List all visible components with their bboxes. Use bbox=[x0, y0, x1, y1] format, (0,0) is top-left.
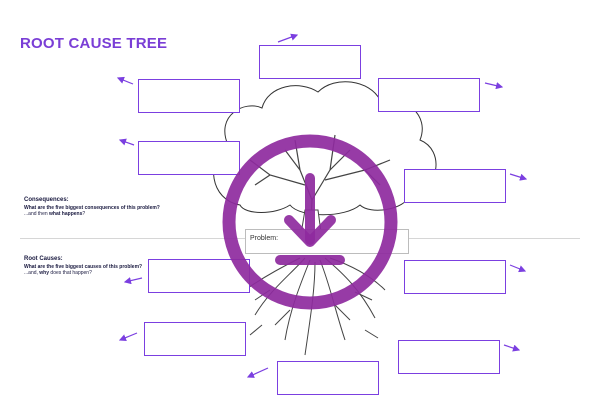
consequence-box-5[interactable] bbox=[404, 169, 506, 203]
consequences-followup: ...and then what happens? bbox=[24, 210, 86, 217]
consequence-box-1[interactable] bbox=[259, 45, 361, 79]
arrow-icon bbox=[509, 264, 527, 273]
consequence-box-3[interactable] bbox=[378, 78, 480, 112]
consequence-box-4[interactable] bbox=[138, 141, 240, 175]
cause-box-3[interactable] bbox=[144, 322, 246, 356]
consequences-question: What are the five biggest consequences o… bbox=[24, 204, 160, 211]
arrow-icon bbox=[503, 344, 521, 352]
page-title: ROOT CAUSE TREE bbox=[20, 35, 168, 52]
arrow-icon bbox=[509, 173, 528, 181]
root-causes-heading: Root Causes: bbox=[24, 256, 63, 262]
arrow-icon bbox=[277, 33, 299, 43]
cause-box-1[interactable] bbox=[148, 259, 250, 293]
arrow-icon bbox=[118, 332, 138, 342]
arrow-icon bbox=[246, 367, 269, 378]
root-causes-question: What are the five biggest causes of this… bbox=[24, 263, 143, 270]
arrow-icon bbox=[116, 76, 134, 85]
root-causes-section: Root Causes: What are the five biggest c… bbox=[24, 256, 224, 276]
consequences-heading: Consequences: bbox=[24, 197, 69, 203]
arrow-icon bbox=[118, 138, 135, 146]
cause-box-5[interactable] bbox=[277, 361, 379, 395]
cause-box-4[interactable] bbox=[398, 340, 500, 374]
consequences-section: Consequences: What are the five biggest … bbox=[24, 197, 224, 217]
arrow-icon bbox=[123, 277, 143, 285]
root-causes-followup: ...and, why does that happen? bbox=[24, 269, 92, 276]
cause-box-2[interactable] bbox=[404, 260, 506, 294]
arrow-icon bbox=[484, 82, 504, 90]
problem-label: Problem: bbox=[250, 235, 279, 242]
consequence-box-2[interactable] bbox=[138, 79, 240, 113]
